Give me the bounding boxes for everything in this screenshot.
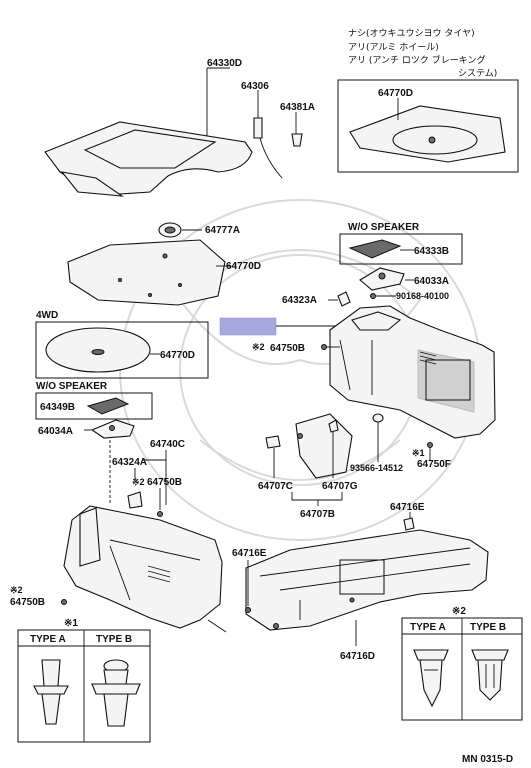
label-64770D-4wd: 64770D bbox=[160, 350, 195, 361]
note-block: ナシ(オウキユウシヨウ タイヤ) アリ(アルミ ホイール) アリ (アンチ ロツ… bbox=[348, 28, 497, 79]
bracket-64034A[interactable] bbox=[84, 419, 135, 439]
type-a-label-1: TYPE A bbox=[30, 634, 66, 645]
package-tray-part[interactable] bbox=[44, 67, 253, 197]
label-64716E-right: 64716E bbox=[390, 502, 425, 513]
label-64323A: 64323A bbox=[282, 295, 317, 306]
group-title-wo-speaker-left: W/O SPEAKER bbox=[36, 381, 108, 392]
label-64770D-top: 64770D bbox=[378, 88, 413, 99]
type-b-label-2: TYPE B bbox=[470, 622, 506, 633]
clip-64750B-right[interactable] bbox=[321, 344, 341, 350]
clip-64323A[interactable] bbox=[328, 291, 351, 307]
label-64750F: 64750F bbox=[417, 459, 451, 470]
label-64707B: 64707B bbox=[300, 509, 335, 520]
vent-slots-left bbox=[147, 565, 171, 583]
spare-cover-box-4wd bbox=[35, 321, 209, 379]
note-line-2: アリ(アルミ ホイール) bbox=[348, 42, 439, 53]
clip-type-b-2 bbox=[471, 649, 509, 701]
speaker-cover-box-left bbox=[35, 392, 153, 420]
mark-64750B-left: ※2 bbox=[132, 477, 145, 487]
clip-64750B-bottom-left[interactable] bbox=[61, 599, 67, 605]
note-line-3: アリ (アンチ ロツク ブレーキング bbox=[348, 54, 485, 66]
rear-trunk-trim-panel[interactable] bbox=[245, 529, 489, 646]
label-64033A: 64033A bbox=[414, 276, 449, 287]
label-64707C: 64707C bbox=[258, 481, 293, 492]
clip-64750B-left[interactable] bbox=[157, 488, 163, 517]
label-64306: 64306 bbox=[241, 81, 269, 92]
fastener-64777A[interactable] bbox=[158, 222, 202, 238]
strap-part[interactable] bbox=[253, 90, 283, 179]
label-64777A: 64777A bbox=[205, 225, 240, 236]
clip-64381A[interactable] bbox=[291, 112, 303, 147]
clip-64707C[interactable] bbox=[265, 435, 281, 478]
screw-90168[interactable] bbox=[370, 293, 397, 299]
label-64740C: 64740C bbox=[150, 439, 185, 450]
note-marker-1: ※1 bbox=[64, 618, 78, 629]
group-title-4wd: 4WD bbox=[36, 310, 58, 321]
label-93566: 93566-14512 bbox=[350, 463, 403, 473]
clip-64324A[interactable] bbox=[127, 491, 143, 509]
clip-type-a-2 bbox=[413, 649, 449, 708]
mat-box-top bbox=[337, 79, 519, 173]
label-64324A: 64324A bbox=[112, 457, 147, 468]
label-64381A: 64381A bbox=[280, 102, 315, 113]
type-table-2: TYPE A TYPE B bbox=[401, 617, 523, 721]
label-64716D: 64716D bbox=[340, 651, 375, 662]
label-64034A: 64034A bbox=[38, 426, 73, 437]
label-64750B-bottom-left: 64750B bbox=[10, 597, 45, 608]
label-64750B-right: 64750B bbox=[270, 343, 305, 354]
label-64330D: 64330D bbox=[207, 58, 242, 69]
right-side-trim-panel[interactable] bbox=[329, 305, 496, 439]
clip-64716E-right[interactable] bbox=[403, 512, 415, 531]
note-line-1: ナシ(オウキユウシヨウ タイヤ) bbox=[348, 28, 475, 39]
label-64349B: 64349B bbox=[40, 402, 75, 413]
left-side-trim-panel[interactable] bbox=[63, 505, 227, 633]
mark-64750B-bottom-left: ※2 bbox=[10, 585, 23, 595]
vent-slots-right bbox=[419, 351, 437, 365]
type-b-label-1: TYPE B bbox=[96, 634, 132, 645]
note-marker-2: ※2 bbox=[452, 606, 466, 617]
note-line-4: システム) bbox=[458, 68, 497, 79]
label-64770D-mid: 64770D bbox=[226, 261, 261, 272]
label-90168: 90168-40100 bbox=[396, 291, 449, 301]
group-title-wo-speaker-right: W/O SPEAKER bbox=[348, 222, 420, 233]
clip-type-a-1 bbox=[33, 659, 69, 725]
speaker-cover-box-right bbox=[339, 233, 463, 265]
type-a-label-2: TYPE A bbox=[410, 622, 446, 633]
clip-64707G[interactable] bbox=[328, 419, 339, 478]
footer-code: MN 0315-D bbox=[462, 754, 513, 765]
mark-64750F: ※1 bbox=[412, 448, 425, 458]
label-64707G: 64707G bbox=[322, 481, 358, 492]
label-64716E-left: 64716E bbox=[232, 548, 267, 559]
mat-part-mid[interactable] bbox=[67, 239, 230, 306]
label-64750B-left: 64750B bbox=[147, 477, 182, 488]
bracket-64033A[interactable] bbox=[359, 267, 414, 291]
mark-64750B-right: ※2 bbox=[252, 342, 265, 352]
type-table-1: TYPE A TYPE B bbox=[17, 629, 151, 743]
label-64333B: 64333B bbox=[414, 246, 449, 257]
clip-93566[interactable] bbox=[372, 413, 384, 462]
clip-type-b-1 bbox=[91, 659, 141, 727]
highlight-box[interactable] bbox=[219, 317, 277, 336]
clip-64750F[interactable] bbox=[427, 442, 433, 461]
access-cover-64707[interactable] bbox=[295, 413, 353, 479]
